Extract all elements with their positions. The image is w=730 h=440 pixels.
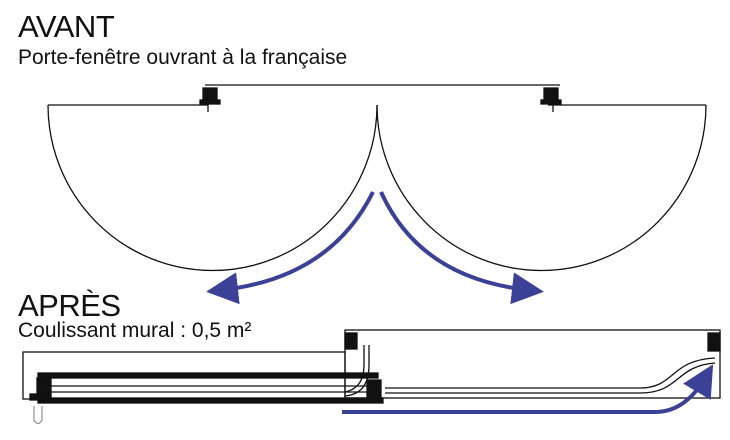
- roller-icon: [366, 379, 382, 401]
- handle-icon: [33, 406, 43, 425]
- right-leaf-swing-arc: [376, 104, 707, 272]
- after-title: APRÈS: [18, 288, 121, 323]
- before-subtitle: Porte-fenêtre ouvrant à la française: [18, 46, 348, 69]
- left-hinge-icon: [199, 87, 221, 112]
- roller-icon: [29, 377, 52, 401]
- left-leaf-swing-arc: [47, 104, 378, 272]
- hinge-icon: [344, 332, 358, 350]
- track-curve-left: [344, 345, 365, 393]
- right-hinge-icon: [540, 87, 562, 112]
- before-title: AVANT: [18, 9, 115, 44]
- panel-top: [37, 372, 379, 379]
- hinge-icon: [707, 332, 721, 352]
- closed-opening-outline: [344, 329, 721, 399]
- right-opening-arrow-icon: [379, 191, 544, 305]
- french-door-plan: [47, 84, 707, 272]
- sliding-door-plan: [22, 329, 721, 425]
- after-subtitle: Coulissant mural : 0,5 m²: [18, 319, 252, 342]
- left-opening-arrow-icon: [206, 191, 375, 305]
- panel-bottom: [37, 397, 384, 404]
- slide-direction-arrow-icon: [342, 364, 714, 414]
